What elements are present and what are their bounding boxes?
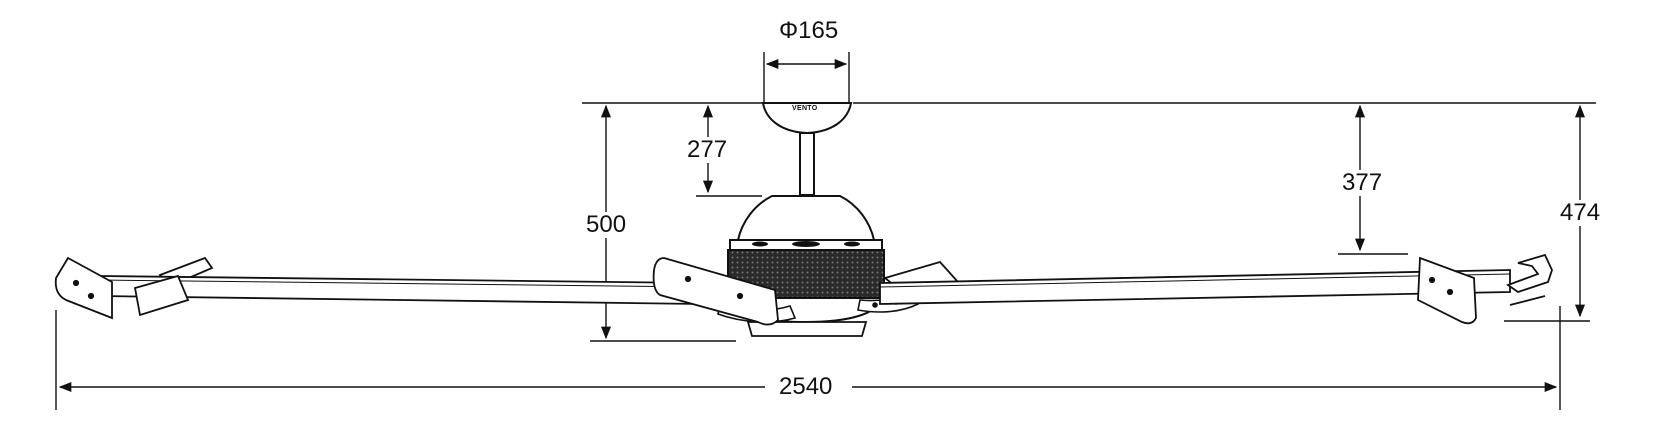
overall-span-label: 2540	[776, 374, 836, 400]
right-blade-tip	[1417, 253, 1553, 325]
motor-top-drop-label: 277	[684, 137, 731, 163]
canopy-brand-logo: VENTO	[792, 105, 818, 112]
left-blade	[99, 274, 701, 317]
front-blade	[652, 257, 779, 326]
motor-vents	[752, 241, 860, 247]
canopy-diameter-label: Φ165	[776, 18, 842, 44]
right-blade	[879, 269, 1511, 305]
blade-tip-drop-label: 474	[1557, 200, 1604, 226]
overall-span-dimension	[55, 306, 1561, 410]
downrod	[799, 132, 815, 196]
blade-drop-label: 377	[1339, 170, 1386, 196]
bottom-cap	[746, 321, 868, 337]
canopy-diameter-dimension	[763, 52, 850, 102]
left-blade-tip	[54, 256, 113, 320]
overall-drop-label: 500	[583, 212, 630, 238]
